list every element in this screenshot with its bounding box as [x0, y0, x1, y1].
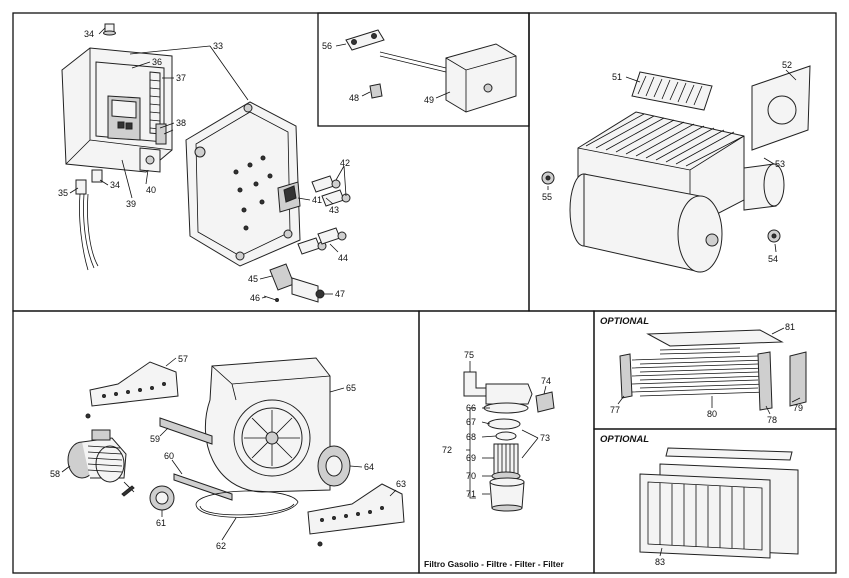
part-number-75: 75: [464, 350, 474, 360]
coil-side-left-drawing: [619, 353, 633, 399]
electrical-leaders: [69, 27, 347, 299]
part-number-34-b: 34: [110, 180, 120, 190]
filter-leaders: [469, 361, 547, 495]
part-number-59: 59: [150, 434, 160, 444]
cover-holes: [233, 155, 273, 231]
part-number-60: 60: [164, 451, 174, 461]
coil-cover-drawing: [646, 329, 784, 347]
part-number-72: 72: [442, 445, 452, 455]
fins: [585, 113, 745, 167]
blower-panel: 57 65 59 58 60 64 63 61 62: [50, 354, 406, 551]
coil-tubes: [631, 347, 767, 397]
electrical-panel: 34 33 36 37 38 34 35 39 40 42 41 43 44 4…: [58, 23, 351, 303]
bracket-57-holes: [102, 382, 166, 398]
part-number-37: 37: [176, 73, 186, 83]
part-number-57: 57: [178, 354, 188, 364]
part-number-73: 73: [540, 433, 550, 443]
part-number-56: 56: [322, 41, 332, 51]
exchanger-panel: 51 52 53 55 54: [541, 60, 811, 273]
part-number-64: 64: [364, 462, 374, 472]
limit-switch-drawing: [263, 263, 325, 303]
part-number-79: 79: [793, 403, 803, 413]
electrical-box-drawing: [61, 47, 173, 173]
part-number-33: 33: [213, 41, 223, 51]
panel-frames: [12, 12, 837, 574]
filter-pleats: [659, 483, 745, 549]
tensioner-rail-drawing: [173, 473, 233, 501]
part-number-62: 62: [216, 541, 226, 551]
filter-head-drawing: [485, 383, 533, 405]
part-number-69: 69: [466, 453, 476, 463]
part-number-54: 54: [768, 254, 778, 264]
bracket-57-drawing: [89, 361, 179, 407]
optional-filter-panel: OPTIONAL 83: [600, 434, 799, 567]
part-number-70: 70: [466, 471, 476, 481]
exchanger-leaders: [547, 69, 797, 253]
part-number-80: 80: [707, 409, 717, 419]
blower-leaders: [61, 357, 397, 541]
part-number-38: 38: [176, 118, 186, 128]
optional-title-filter: OPTIONAL: [600, 434, 649, 445]
part-number-61: 61: [156, 518, 166, 528]
part-number-74: 74: [541, 376, 551, 386]
indicator-lights-drawing: [297, 175, 351, 255]
elbow-fitting-drawing: [463, 371, 487, 397]
thermostat-panel: 56 48 49: [322, 29, 517, 113]
knob-drawing: [369, 83, 383, 99]
coil-leaders: [617, 327, 801, 415]
part-number-45: 45: [248, 274, 258, 284]
o-ring-68-drawing: [495, 431, 517, 441]
part-number-42: 42: [340, 158, 350, 168]
mounting-plate-drawing: [345, 29, 385, 51]
belt-62-drawing: [195, 490, 299, 518]
filter-panel: 75 74 66 67 68 72 73 69 70 71 Filtro Gas…: [424, 350, 564, 569]
filter-caption: Filtro Gasolio - Filtre - Filter - Filte…: [424, 559, 564, 569]
thermostat-body-drawing: [445, 43, 517, 113]
coil-header-drawing: [789, 351, 807, 407]
o-ring-67-drawing: [487, 418, 521, 430]
bracket-63-drawing: [307, 483, 405, 535]
part-number-58: 58: [50, 469, 60, 479]
part-number-40: 40: [146, 185, 156, 195]
part-number-83: 83: [655, 557, 665, 567]
fitting-74-drawing: [535, 391, 555, 413]
part-number-47: 47: [335, 289, 345, 299]
part-number-35: 35: [58, 188, 68, 198]
motor-drawing: [67, 429, 135, 493]
part-number-77: 77: [610, 405, 620, 415]
part-number-78: 78: [767, 415, 777, 425]
part-number-43: 43: [329, 205, 339, 215]
part-number-39: 39: [126, 199, 136, 209]
part-number-49: 49: [424, 95, 434, 105]
part-number-68: 68: [466, 432, 476, 442]
part-number-66: 66: [466, 403, 476, 413]
part-number-52: 52: [782, 60, 792, 70]
part-number-46: 46: [250, 293, 260, 303]
part-number-71: 71: [466, 489, 476, 499]
rail-59-drawing: [159, 417, 213, 445]
part-number-34: 34: [84, 29, 94, 39]
filter-frame-front-drawing: [639, 473, 771, 559]
optional-coil-panel: OPTIONAL 81 77 80 79 78: [600, 316, 807, 425]
part-number-81: 81: [785, 322, 795, 332]
bracket-63-holes: [320, 506, 384, 522]
part-number-51: 51: [612, 72, 622, 82]
coil-side-right-drawing: [757, 351, 773, 411]
part-number-44: 44: [338, 253, 348, 263]
part-number-67: 67: [466, 417, 476, 427]
optional-title-coil: OPTIONAL: [600, 316, 649, 327]
filter-top-rail-drawing: [665, 447, 793, 461]
part-number-53: 53: [775, 159, 785, 169]
cable-gland-drawing: [75, 23, 116, 271]
part-number-48: 48: [349, 93, 359, 103]
terminal-lines: [149, 79, 161, 130]
part-number-63: 63: [396, 479, 406, 489]
part-number-36: 36: [152, 57, 162, 67]
electrical-cover-drawing: [185, 101, 301, 267]
part-number-55: 55: [542, 192, 552, 202]
part-number-65: 65: [346, 383, 356, 393]
part-number-41: 41: [312, 195, 322, 205]
